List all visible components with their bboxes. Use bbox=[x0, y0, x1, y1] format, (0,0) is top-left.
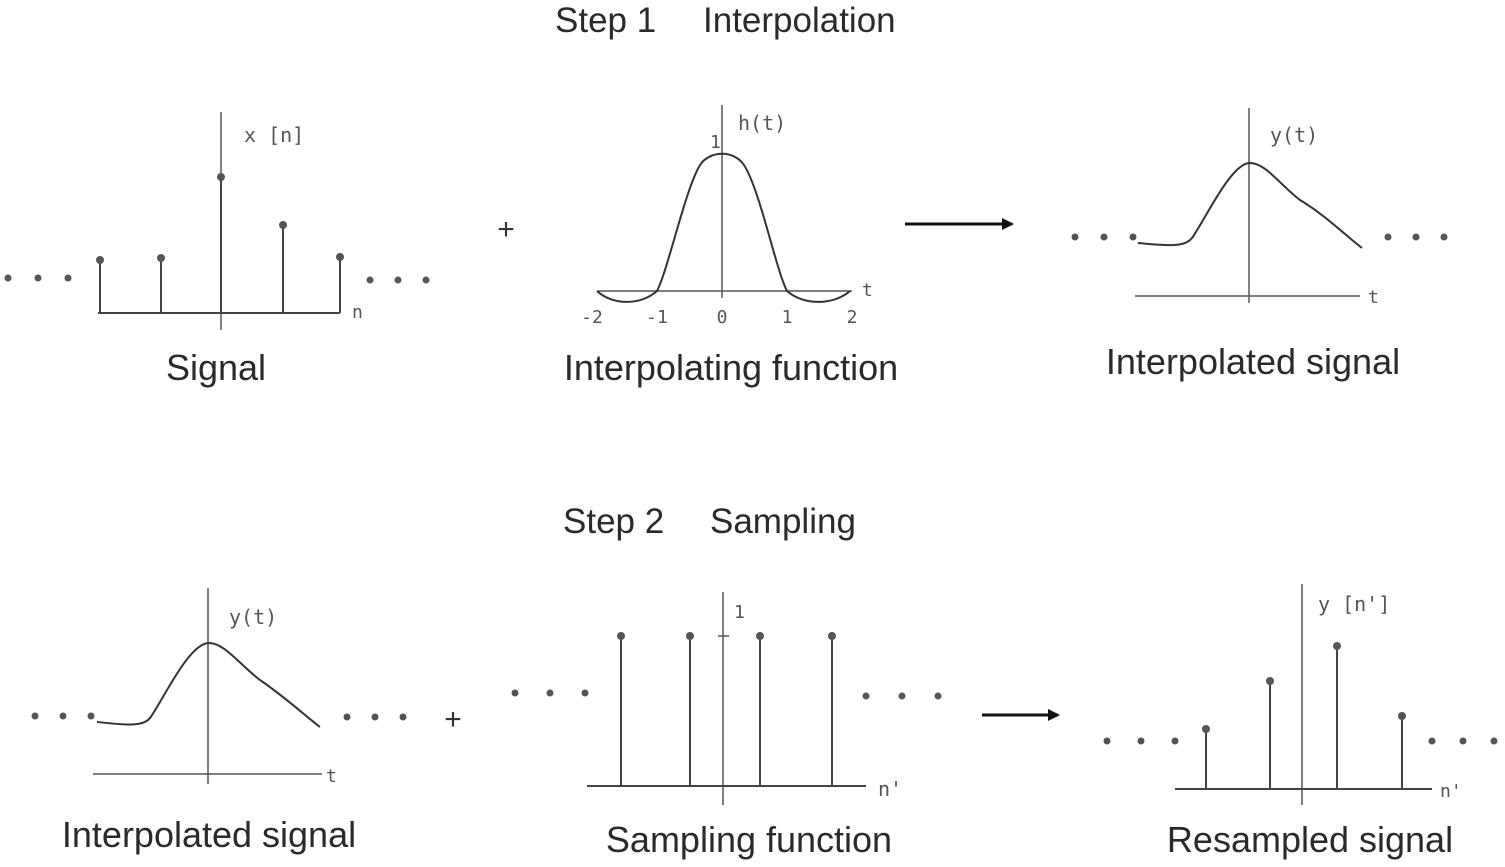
sampling-right-ellipsis bbox=[862, 692, 942, 700]
signal-stems bbox=[96, 173, 344, 313]
h-tick-label: -1 bbox=[646, 307, 668, 328]
signal-stem-head bbox=[279, 221, 287, 229]
y-bottom-axis-label: y(t) bbox=[229, 605, 277, 629]
resampled-axis-label: y [n'] bbox=[1318, 592, 1390, 616]
sampling-left-ellipsis bbox=[511, 689, 589, 697]
sampling-unit-label: 1 bbox=[734, 602, 745, 623]
h-tick-label: -2 bbox=[581, 307, 603, 328]
signal-stem-head bbox=[96, 256, 104, 264]
y-top-axis-var: t bbox=[1368, 287, 1379, 308]
signal-right-ellipsis bbox=[366, 276, 430, 284]
signal-panel: x [n] n Signal bbox=[4, 112, 430, 388]
resampled-panel: y [n'] n' Resampled signal bbox=[1103, 584, 1498, 860]
sampling-stems bbox=[617, 632, 836, 786]
sampling-stem-head bbox=[617, 632, 625, 640]
h-curve bbox=[596, 152, 851, 303]
signal-stem-head bbox=[157, 254, 165, 262]
signal-axis-label: x [n] bbox=[244, 123, 304, 147]
h-peak-label: 1 bbox=[710, 132, 721, 153]
resampled-stem-head bbox=[1333, 642, 1341, 650]
y-top-curve bbox=[1137, 161, 1363, 249]
signal-axis-var: n bbox=[352, 302, 363, 323]
h-axis-label: h(t) bbox=[738, 111, 786, 135]
resampled-stem-head bbox=[1266, 677, 1274, 685]
interp-signal-bottom-panel: y(t) t Interpolated signal bbox=[31, 588, 407, 855]
y-bottom-curve bbox=[96, 641, 321, 728]
signal-stem-head bbox=[336, 253, 344, 261]
interp-bottom-left-ellipsis bbox=[31, 712, 95, 720]
plus-operator: + bbox=[497, 213, 515, 246]
step2-name: Sampling bbox=[710, 502, 856, 541]
interp-signal-top-caption: Interpolated signal bbox=[1106, 341, 1400, 382]
resampled-stem-head bbox=[1398, 712, 1406, 720]
h-tick-label: 0 bbox=[717, 307, 728, 328]
resampled-stems bbox=[1202, 642, 1406, 789]
step1-name: Interpolation bbox=[703, 1, 896, 40]
y-bottom-axis-var: t bbox=[326, 766, 337, 787]
signal-caption: Signal bbox=[166, 347, 266, 388]
h-axis-var: t bbox=[862, 280, 873, 301]
interp-top-right-ellipsis bbox=[1384, 233, 1448, 241]
sampling-axis-var: n' bbox=[878, 777, 902, 801]
sampling-stem-head bbox=[756, 632, 764, 640]
h-tick-label: 2 bbox=[847, 307, 858, 328]
resampled-stem-head bbox=[1202, 725, 1210, 733]
interp-function-caption: Interpolating function bbox=[564, 347, 898, 388]
resampled-axis-var: n' bbox=[1440, 781, 1462, 802]
sampling-function-caption: Sampling function bbox=[606, 819, 892, 860]
interp-signal-top-panel: y(t) t Interpolated signal bbox=[1071, 108, 1448, 382]
signal-left-ellipsis bbox=[4, 274, 72, 282]
sampling-stem-head bbox=[686, 632, 694, 640]
plus-operator: + bbox=[444, 703, 462, 736]
resampled-left-ellipsis bbox=[1103, 737, 1179, 745]
sampling-stem-head bbox=[828, 632, 836, 640]
h-tick-labels: -2 -1 0 1 2 bbox=[581, 307, 857, 328]
interp-bottom-right-ellipsis bbox=[343, 713, 407, 721]
signal-stem-head bbox=[217, 173, 225, 181]
interp-top-left-ellipsis bbox=[1071, 233, 1137, 241]
resampled-right-ellipsis bbox=[1428, 737, 1498, 745]
h-tick-label: 1 bbox=[782, 307, 793, 328]
step1-number: Step 1 bbox=[555, 1, 656, 40]
interp-signal-bottom-caption: Interpolated signal bbox=[62, 814, 356, 855]
step2-number: Step 2 bbox=[563, 502, 664, 541]
y-top-axis-label: y(t) bbox=[1270, 123, 1318, 147]
interp-function-panel: h(t) 1 t -2 -1 0 1 2 Interpolating funct… bbox=[564, 105, 898, 388]
sampling-function-panel: 1 n' Sampling function bbox=[511, 592, 942, 860]
resampled-caption: Resampled signal bbox=[1167, 819, 1453, 860]
